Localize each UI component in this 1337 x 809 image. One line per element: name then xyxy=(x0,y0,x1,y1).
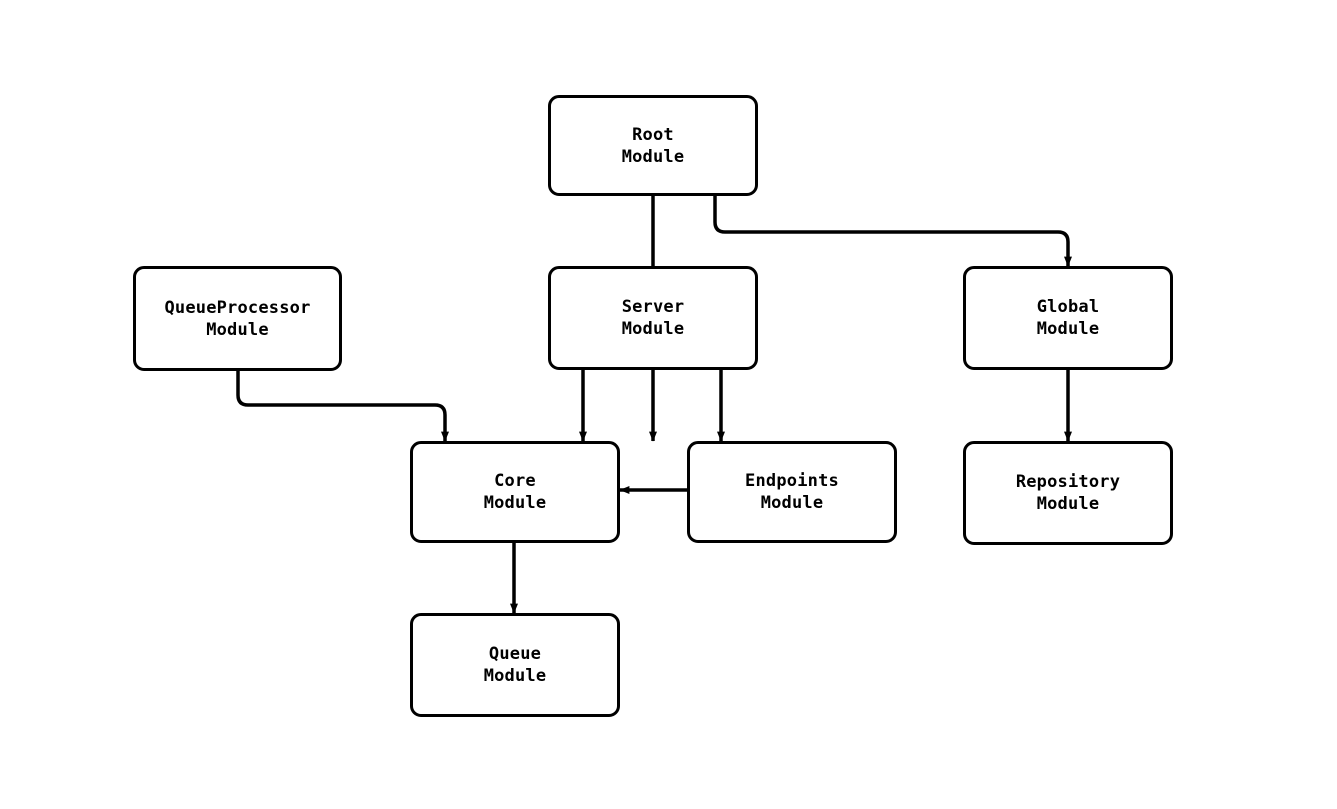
node-server-module-label: Server Module xyxy=(621,297,685,339)
edge-queueprocessor-to-core xyxy=(236,371,449,442)
node-core-module[interactable]: Core Module xyxy=(410,441,620,543)
node-queueprocessor-module-label: QueueProcessor Module xyxy=(164,297,311,340)
node-queueprocessor-module[interactable]: QueueProcessor Module xyxy=(133,266,342,371)
node-repository-module[interactable]: Repository Module xyxy=(963,441,1173,545)
node-queue-module-label: Queue Module xyxy=(483,644,547,686)
node-endpoints-module[interactable]: Endpoints Module xyxy=(687,441,897,543)
node-server-module[interactable]: Server Module xyxy=(548,266,758,370)
node-global-module-label: Global Module xyxy=(1036,297,1100,339)
node-endpoints-module-label: Endpoints Module xyxy=(745,471,839,513)
node-root-module[interactable]: Root Module xyxy=(548,95,758,196)
node-core-module-label: Core Module xyxy=(483,471,547,513)
edge-root-to-global xyxy=(713,196,1072,267)
node-repository-module-label: Repository Module xyxy=(1015,472,1121,514)
node-queue-module[interactable]: Queue Module xyxy=(410,613,620,717)
node-root-module-label: Root Module xyxy=(621,124,685,167)
node-global-module[interactable]: Global Module xyxy=(963,266,1173,370)
